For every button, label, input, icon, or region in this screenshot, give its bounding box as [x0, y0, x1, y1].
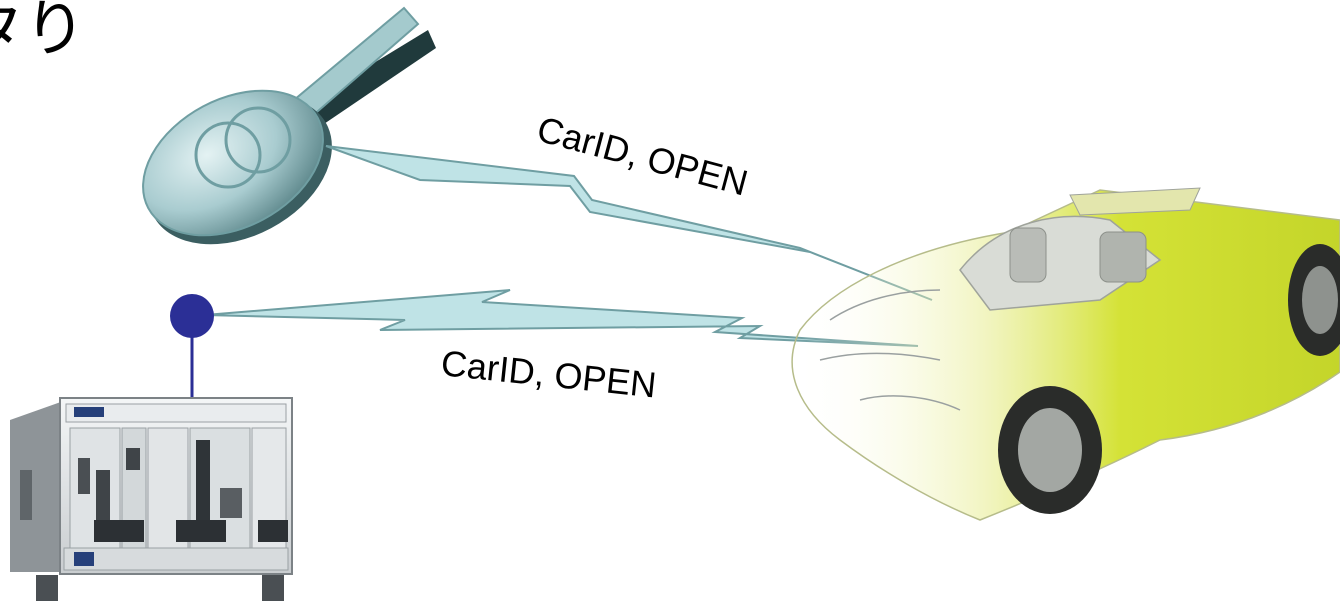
signal-label-bottom: CarID, OPEN: [439, 342, 658, 405]
test-equipment-icon: [10, 398, 292, 601]
key-fob-icon: [118, 8, 436, 274]
car-illustration: [792, 188, 1340, 520]
signal-label-top: CarID, OPEN: [533, 108, 752, 204]
